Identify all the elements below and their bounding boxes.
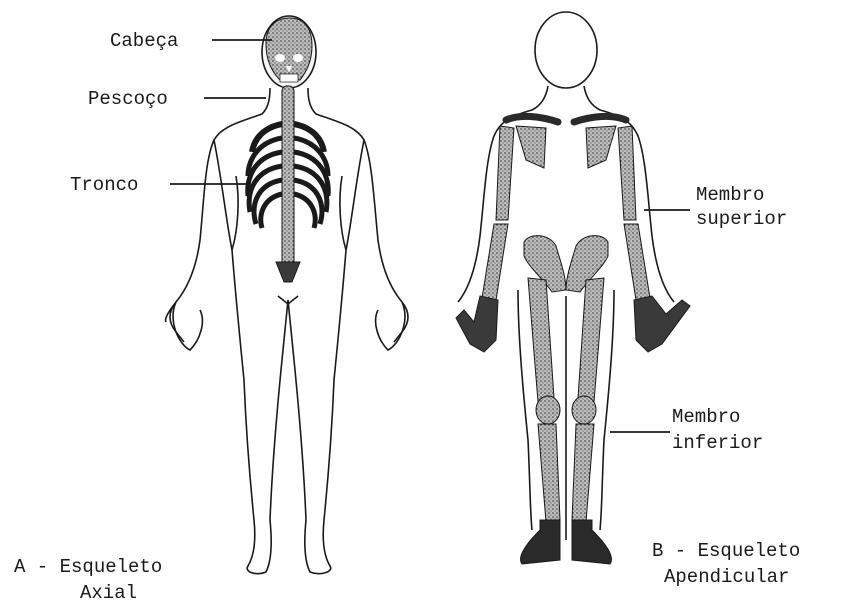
caption-a-line2: Axial bbox=[80, 582, 137, 604]
label-neck: Pescoço bbox=[88, 88, 168, 110]
caption-a-line1: A - Esqueleto bbox=[14, 556, 162, 578]
label-lower-limb-line2: inferior bbox=[672, 432, 763, 454]
figure-b-upper-limbs bbox=[482, 126, 650, 300]
figure-a-skull bbox=[262, 16, 316, 88]
label-upper-limb-line2: superior bbox=[696, 208, 787, 230]
caption-b-line2: Apendicular bbox=[664, 566, 789, 588]
figure-b-hands bbox=[456, 296, 690, 352]
label-trunk: Tronco bbox=[70, 174, 138, 196]
caption-b-line1: B - Esqueleto bbox=[652, 540, 800, 562]
label-head: Cabeça bbox=[110, 30, 178, 52]
label-lower-limb-line1: Membro bbox=[672, 406, 740, 428]
leader-lines bbox=[170, 40, 690, 432]
figure-b-shoulder-girdle bbox=[506, 116, 626, 168]
figure-a-spine bbox=[276, 86, 300, 282]
label-upper-limb-line1: Membro bbox=[696, 184, 764, 206]
